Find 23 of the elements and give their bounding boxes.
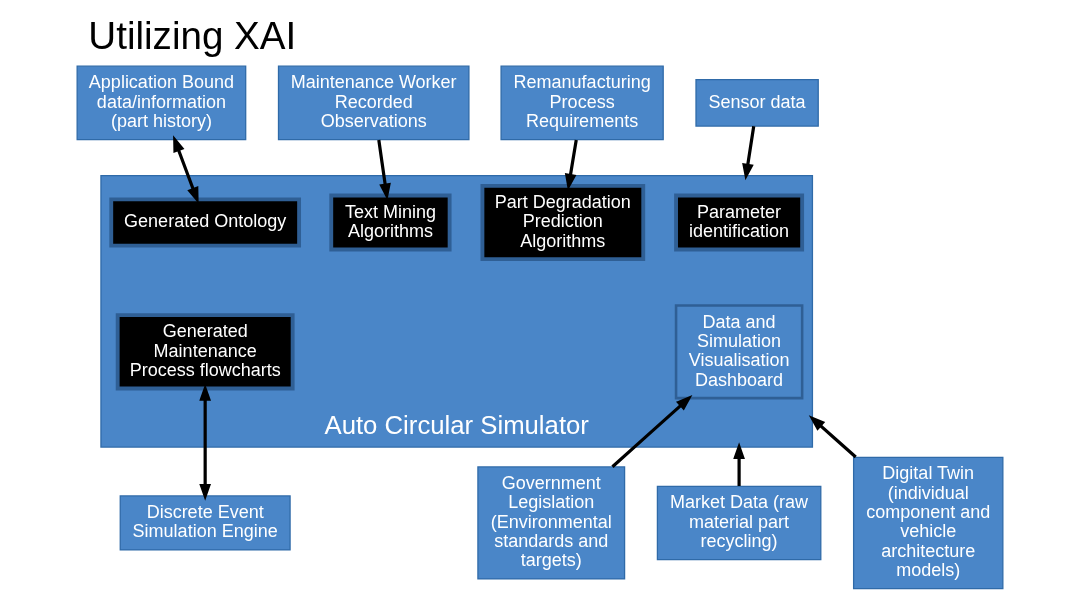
arrow: [732, 442, 745, 486]
node-box: Part Degradation Prediction Algorithms: [480, 183, 645, 262]
node-box: Digital Twin (individual component and vehicle architecture models): [852, 456, 1003, 590]
node-box: Market Data (raw material part recycling): [656, 485, 821, 561]
arrow: [376, 139, 391, 201]
node-box: Generated Ontology: [108, 197, 301, 248]
node-box: Parameter identification: [673, 193, 804, 252]
node-box: Remanufacturing Process Requirements: [499, 65, 664, 141]
node-box: Data and Simulation Visualisation Dashboard: [674, 304, 803, 400]
arrow: [741, 125, 755, 181]
arrow: [808, 415, 857, 459]
arrow: [198, 384, 211, 501]
arrow: [172, 135, 199, 204]
arrow: [564, 139, 578, 191]
node-box: Text Mining Algorithms: [328, 193, 452, 252]
node-box: Application Bound data/information (part history): [76, 65, 246, 141]
node-box: Discrete Event Simulation Engine: [119, 495, 291, 551]
node-box: Sensor data: [694, 79, 819, 127]
node-box: Generated Maintenance Process flowcharts: [115, 313, 295, 391]
node-box: Government Legislation (Environmental standards and targets): [476, 466, 625, 580]
diagram-title: Utilizing XAI: [87, 14, 296, 58]
arrow: [610, 395, 692, 468]
node-box: Maintenance Worker Recorded Observations: [277, 65, 470, 141]
